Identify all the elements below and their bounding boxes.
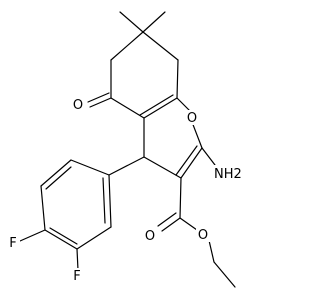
bond — [40, 159, 72, 187]
ester-alkoxy-oxygen-atom: O — [196, 227, 211, 243]
bond — [76, 226, 112, 250]
ester-carbonyl-oxygen-atom: O — [143, 228, 158, 244]
ester-carbonyl-oxygen-label: O — [145, 229, 155, 244]
atom-labels: O O O O NH2 F F — [7, 96, 242, 284]
bond — [45, 166, 72, 190]
chemical-structure-diagram: O O O O NH2 F F — [7, 11, 242, 288]
bond — [70, 159, 110, 176]
bond — [108, 156, 145, 176]
bond — [213, 261, 236, 288]
bond — [139, 94, 174, 116]
ester-alkoxy-oxygen-label: O — [198, 228, 208, 243]
bond — [110, 31, 144, 61]
bond — [179, 217, 198, 231]
bond — [157, 212, 177, 227]
bond — [161, 217, 181, 232]
fluorine-top-label: F — [9, 236, 16, 251]
bond — [87, 92, 110, 103]
bond — [108, 174, 112, 228]
bond — [143, 156, 182, 179]
bond — [102, 177, 106, 224]
fluorine-bottom-label: F — [73, 269, 80, 284]
ring-oxygen-label: O — [187, 111, 197, 126]
amino-label: NH2 — [214, 167, 242, 182]
amino-group: NH2 — [212, 165, 242, 182]
fluorine-bottom-atom: F — [71, 268, 84, 284]
bond — [119, 11, 144, 33]
bond — [201, 147, 216, 166]
bond — [40, 185, 46, 231]
bond-skeleton — [19, 11, 236, 288]
bond — [19, 229, 46, 242]
ketone-oxygen-atom: O — [71, 96, 85, 113]
ketone-oxygen-label: O — [73, 98, 83, 113]
bond — [49, 227, 78, 245]
fluorine-top-atom: F — [7, 235, 20, 251]
ring-oxygen-atom: O — [185, 110, 200, 126]
bond — [176, 59, 179, 99]
bond — [179, 177, 182, 219]
bond — [110, 97, 145, 119]
bond — [142, 31, 179, 61]
bond — [191, 121, 203, 149]
bond — [143, 97, 178, 119]
bond — [142, 11, 166, 33]
bond — [89, 97, 112, 108]
bond — [76, 248, 79, 271]
bond — [44, 229, 78, 250]
bond — [175, 145, 198, 176]
bond — [180, 147, 203, 179]
